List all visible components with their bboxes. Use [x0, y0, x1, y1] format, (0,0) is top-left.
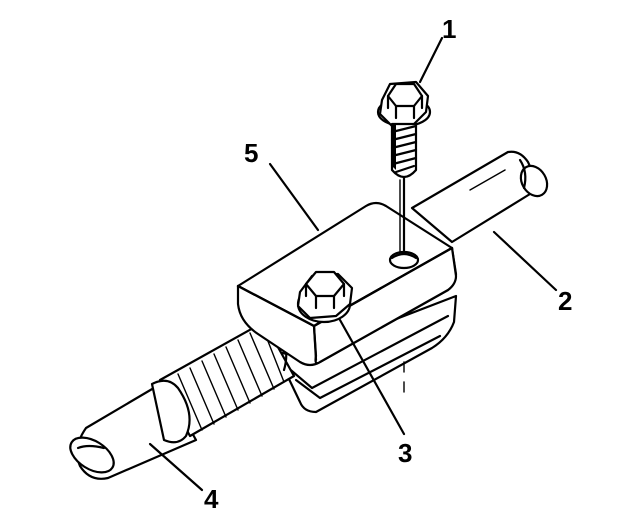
leader-1 — [418, 36, 444, 84]
leader-4 — [148, 442, 204, 492]
upper-bolt — [376, 80, 432, 256]
leader-lines — [148, 36, 558, 492]
lower-bolt — [296, 270, 354, 324]
right-cable — [410, 150, 549, 244]
callout-3: 3 — [398, 438, 412, 468]
leader-3 — [338, 318, 406, 436]
leader-5 — [268, 162, 320, 232]
left-cable — [69, 315, 296, 480]
clamp-lower-half — [274, 294, 458, 414]
callout-4: 4 — [204, 484, 219, 514]
leader-2 — [492, 230, 558, 292]
callout-2: 2 — [558, 286, 572, 316]
callout-1: 1 — [442, 14, 456, 44]
clamp-block — [236, 201, 458, 367]
callout-5: 5 — [244, 138, 258, 168]
